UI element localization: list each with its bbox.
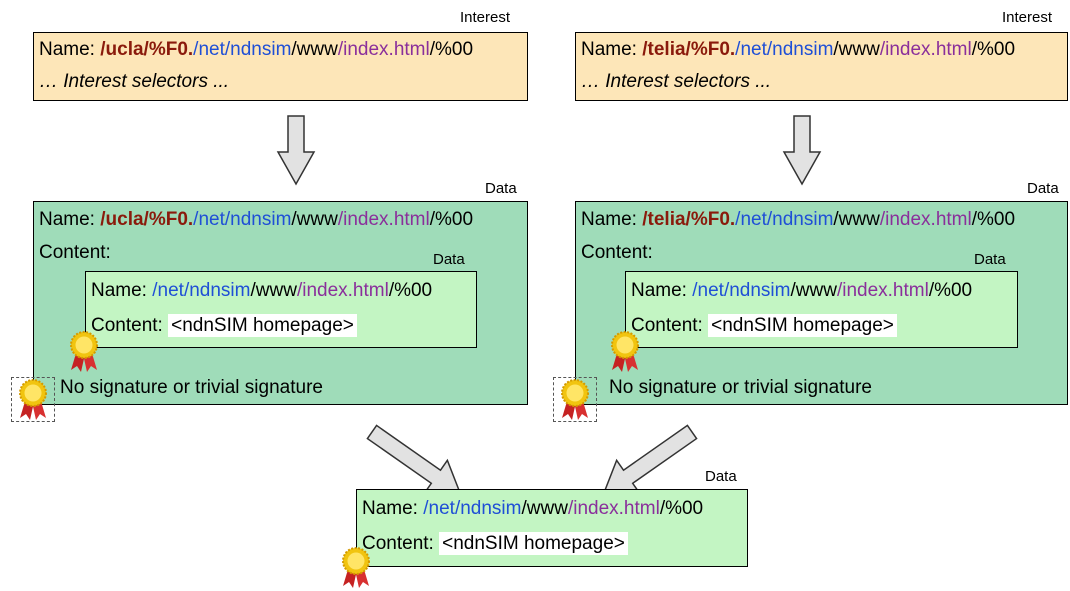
no-signature-text: No signature or trivial signature <box>609 377 872 398</box>
name-label: Name: <box>581 209 637 230</box>
right-trivial-signature-frame <box>553 377 597 422</box>
name-seg-net: /net <box>152 280 184 301</box>
content-label: Content: <box>631 315 703 336</box>
left-down-arrow <box>276 115 316 186</box>
name-seg-version: /%00 <box>388 280 433 301</box>
seal-icon <box>561 379 589 420</box>
name-seg-version: /%00 <box>928 280 973 301</box>
content-label: Content: <box>91 315 163 336</box>
name-label: Name: <box>39 209 95 230</box>
forwarding-hint-prefix: /ucla/%F0. <box>100 209 194 230</box>
left-inner-data-type-label: Data <box>433 251 465 268</box>
inner-name-row: Name: /net/ndnsim/www/index.html/%00 <box>91 280 432 302</box>
interest-selectors: … Interest selectors ... <box>39 71 230 92</box>
name-label: Name: <box>631 280 687 301</box>
bottom-data-type-label: Data <box>705 468 737 485</box>
forwarding-hint-prefix: /telia/%F0. <box>642 209 736 230</box>
content-label: Content: <box>362 533 434 554</box>
name-seg-net: /net <box>193 39 225 60</box>
seal-icon <box>70 331 98 372</box>
left-data-name-row: Name: /ucla/%F0./net/ndnsim/www/index.ht… <box>39 209 473 231</box>
name-seg-version: /%00 <box>429 39 474 60</box>
name-seg-version: /%00 <box>659 498 704 519</box>
name-seg-version: /%00 <box>971 39 1016 60</box>
content-value: <ndnSIM homepage> <box>708 314 897 337</box>
name-seg-ndnsim: /ndnsim <box>454 498 522 519</box>
name-seg-version: /%00 <box>429 209 474 230</box>
name-seg-index: /index.html <box>337 209 430 230</box>
left-interest-packet: Name: /ucla/%F0./net/ndnsim/www/index.ht… <box>33 32 528 101</box>
name-seg-index: /index.html <box>836 280 929 301</box>
left-inner-data-packet: Name: /net/ndnsim/www/index.html/%00 Con… <box>85 271 477 348</box>
name-seg-net: /net <box>193 209 225 230</box>
name-seg-ndnsim: /ndnsim <box>183 280 251 301</box>
left-data-type-label: Data <box>485 180 517 197</box>
right-inner-data-type-label: Data <box>974 251 1006 268</box>
interest-selectors: … Interest selectors ... <box>581 71 772 92</box>
right-down-arrow <box>782 115 822 186</box>
name-label: Name: <box>39 39 95 60</box>
name-seg-version: /%00 <box>971 209 1016 230</box>
name-seg-www: /www <box>833 39 880 60</box>
name-label: Name: <box>91 280 147 301</box>
content-label: Content: <box>39 242 111 263</box>
name-seg-www: /www <box>521 498 568 519</box>
right-interest-name-row: Name: /telia/%F0./net/ndnsim/www/index.h… <box>581 39 1015 61</box>
name-seg-ndnsim: /ndnsim <box>766 209 834 230</box>
content-value: <ndnSIM homepage> <box>168 314 357 337</box>
name-seg-www: /www <box>291 209 338 230</box>
forwarding-hint-prefix: /telia/%F0. <box>642 39 736 60</box>
name-label: Name: <box>362 498 418 519</box>
content-value: <ndnSIM homepage> <box>439 532 628 555</box>
right-interest-packet: Name: /telia/%F0./net/ndnsim/www/index.h… <box>575 32 1068 101</box>
name-seg-index: /index.html <box>879 39 972 60</box>
seal-icon <box>19 379 47 420</box>
right-inner-data-packet: Name: /net/ndnsim/www/index.html/%00 Con… <box>625 271 1018 348</box>
name-seg-index: /index.html <box>567 498 660 519</box>
bottom-content-row: Content: <ndnSIM homepage> <box>362 532 628 555</box>
name-seg-index: /index.html <box>879 209 972 230</box>
name-seg-ndnsim: /ndnsim <box>224 209 292 230</box>
inner-content-row: Content: <ndnSIM homepage> <box>631 314 897 337</box>
content-label: Content: <box>581 242 653 263</box>
name-seg-www: /www <box>833 209 880 230</box>
right-data-name-row: Name: /telia/%F0./net/ndnsim/www/index.h… <box>581 209 1015 231</box>
left-interest-type-label: Interest <box>460 9 511 26</box>
name-seg-net: /net <box>423 498 455 519</box>
inner-name-row: Name: /net/ndnsim/www/index.html/%00 <box>631 280 972 302</box>
bottom-name-row: Name: /net/ndnsim/www/index.html/%00 <box>362 498 703 520</box>
seal-icon <box>611 331 639 372</box>
right-data-type-label: Data <box>1027 180 1059 197</box>
name-seg-ndnsim: /ndnsim <box>224 39 292 60</box>
left-trivial-signature-frame <box>11 377 55 422</box>
name-seg-www: /www <box>291 39 338 60</box>
left-interest-name-row: Name: /ucla/%F0./net/ndnsim/www/index.ht… <box>39 39 473 61</box>
seal-icon <box>342 547 370 588</box>
name-seg-ndnsim: /ndnsim <box>766 39 834 60</box>
name-seg-index: /index.html <box>296 280 389 301</box>
name-seg-net: /net <box>735 209 767 230</box>
name-seg-index: /index.html <box>337 39 430 60</box>
name-seg-www: /www <box>250 280 297 301</box>
name-label: Name: <box>581 39 637 60</box>
forwarding-hint-prefix: /ucla/%F0. <box>100 39 194 60</box>
name-seg-www: /www <box>790 280 837 301</box>
no-signature-text: No signature or trivial signature <box>60 377 323 398</box>
name-seg-ndnsim: /ndnsim <box>723 280 791 301</box>
right-interest-type-label: Interest <box>1002 9 1053 26</box>
name-seg-net: /net <box>692 280 724 301</box>
bottom-data-packet: Name: /net/ndnsim/www/index.html/%00 Con… <box>356 489 748 567</box>
name-seg-net: /net <box>735 39 767 60</box>
inner-content-row: Content: <ndnSIM homepage> <box>91 314 357 337</box>
